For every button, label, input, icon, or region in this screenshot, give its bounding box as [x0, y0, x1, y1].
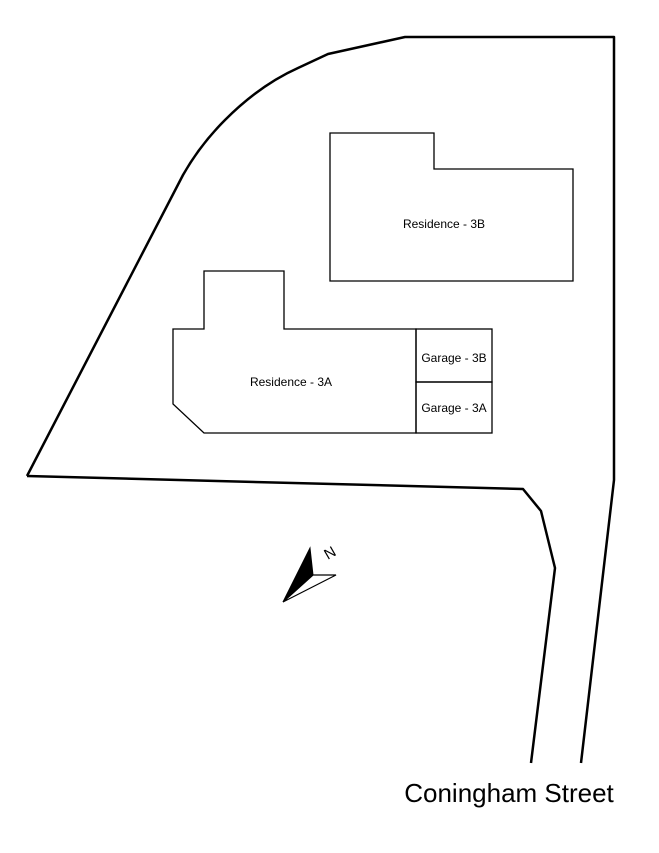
north-arrow-icon: N [282, 543, 339, 603]
street-name-label: Coningham Street [404, 778, 614, 808]
garage-3b-label: Garage - 3B [421, 351, 486, 365]
residence-3a-label: Residence - 3A [250, 375, 332, 389]
residence-3a-footprint [172, 270, 417, 434]
garage-3a-label: Garage - 3A [421, 401, 486, 415]
north-label: N [321, 543, 339, 563]
property-boundary [25, 35, 616, 764]
garage-3a-footprint [415, 381, 493, 434]
residence-3b-label: Residence - 3B [403, 217, 485, 231]
driveway-boundary [26, 474, 557, 764]
residence-3b-footprint [329, 132, 574, 282]
